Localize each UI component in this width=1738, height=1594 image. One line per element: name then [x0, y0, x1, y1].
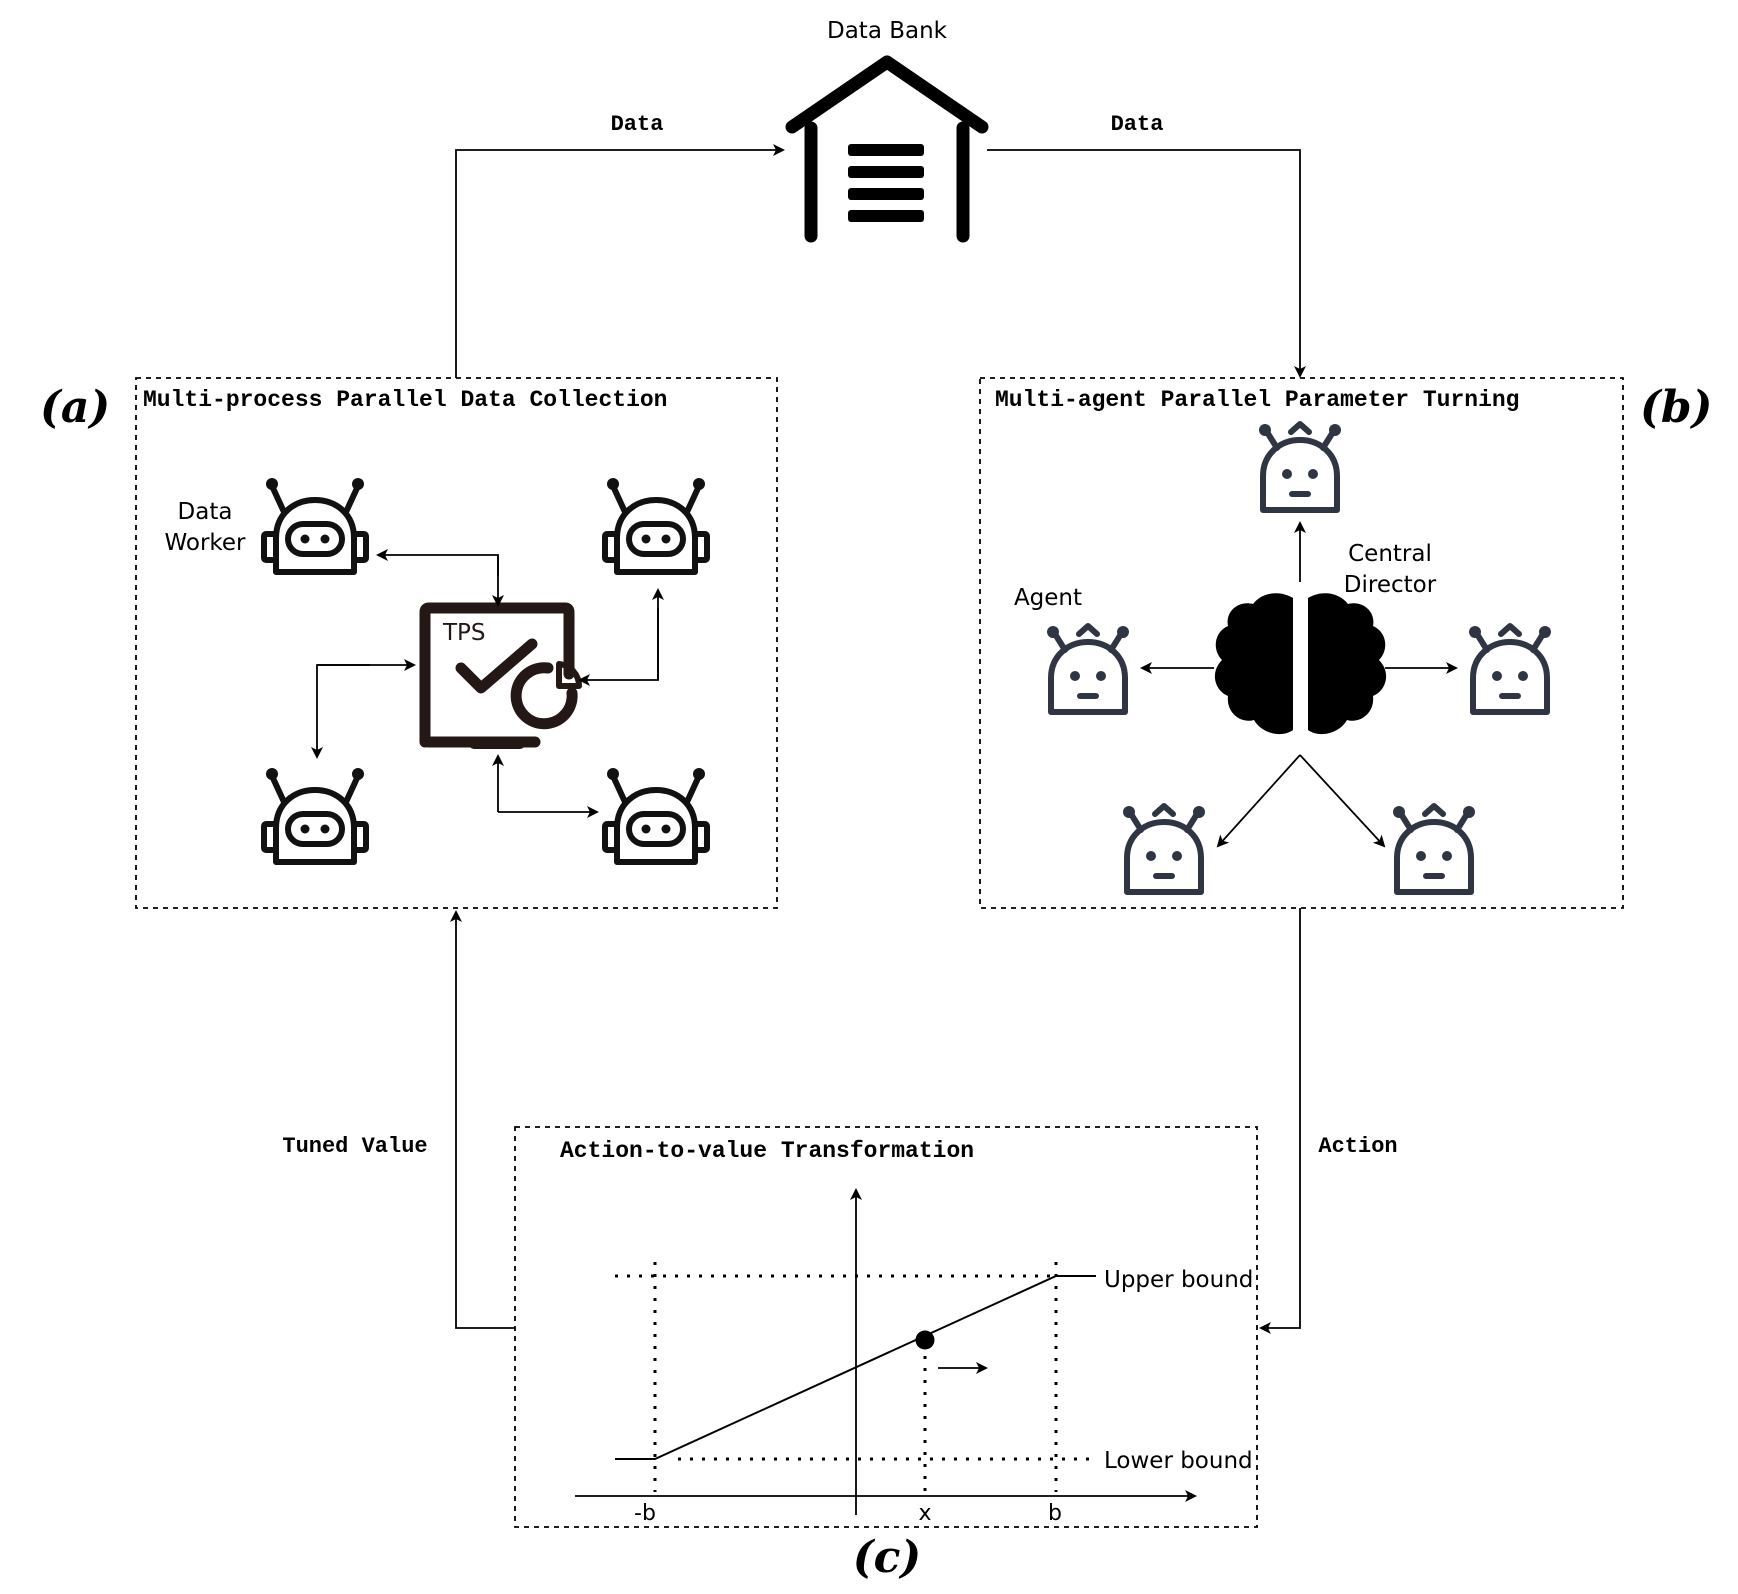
agent-icon-bottom-right [1393, 806, 1475, 892]
data-worker-robot-icon-2 [605, 478, 707, 572]
data-bank-icon [785, 55, 989, 243]
data-worker-label-line1: Data [178, 499, 233, 525]
edge-action-label: Action [1318, 1134, 1397, 1159]
tps-monitor-icon [419, 602, 583, 749]
data-bank-shelves-icon [848, 144, 924, 222]
data-worker-robot-icon-4 [605, 768, 707, 862]
panel-c-tag: (c) [853, 1532, 921, 1583]
agent-icon-left [1047, 626, 1129, 712]
edge-tuning-to-transform [1259, 908, 1301, 1334]
panel-a-tag: (a) [40, 382, 110, 433]
edge-bank-to-tuning [987, 149, 1306, 378]
tick-label-neg-b: -b [634, 1501, 656, 1526]
tps-monitor-label: TPS [442, 620, 486, 646]
edge-collection-to-bank [455, 144, 785, 378]
data-worker-robot-icon-3 [264, 768, 366, 862]
worker-monitor-edges [311, 549, 664, 818]
bound-guides [615, 1262, 1090, 1492]
director-agent-edges [1140, 521, 1458, 848]
agent-icon-right [1469, 626, 1551, 712]
upper-bound-label: Upper bound [1104, 1267, 1253, 1293]
tick-label-x: x [918, 1501, 931, 1526]
panel-b-box [979, 377, 1624, 909]
agent-icon-top [1259, 424, 1341, 510]
panel-b-tag: (b) [1640, 382, 1712, 433]
central-director-brain-icon [1214, 593, 1387, 735]
action-point-marker [915, 1330, 935, 1350]
agent-icon-bottom-left [1123, 806, 1205, 892]
central-director-label-line1: Central [1348, 541, 1432, 567]
edge-right-data-label: Data [1111, 112, 1164, 137]
panel-c-title: Action-to-value Transformation [560, 1138, 974, 1164]
panel-b-title: Multi-agent Parallel Parameter Turning [995, 387, 1520, 413]
data-worker-label-line2: Worker [164, 530, 246, 556]
panel-a-title: Multi-process Parallel Data Collection [143, 387, 668, 413]
edge-tuned-value-label: Tuned Value [282, 1134, 427, 1159]
panel-c-box [514, 1126, 1258, 1528]
data-worker-robot-icon-1 [264, 478, 366, 572]
lower-bound-label: Lower bound [1104, 1448, 1253, 1474]
panel-a-box [135, 377, 778, 909]
agent-label: Agent [1014, 585, 1082, 611]
tick-label-b: b [1048, 1501, 1062, 1526]
edge-left-data-label: Data [611, 112, 664, 137]
central-director-label-line2: Director [1344, 572, 1437, 598]
edge-transform-to-collection [450, 910, 515, 1329]
transformation-curve [615, 1275, 1096, 1460]
data-bank-label: Data Bank [827, 18, 948, 44]
